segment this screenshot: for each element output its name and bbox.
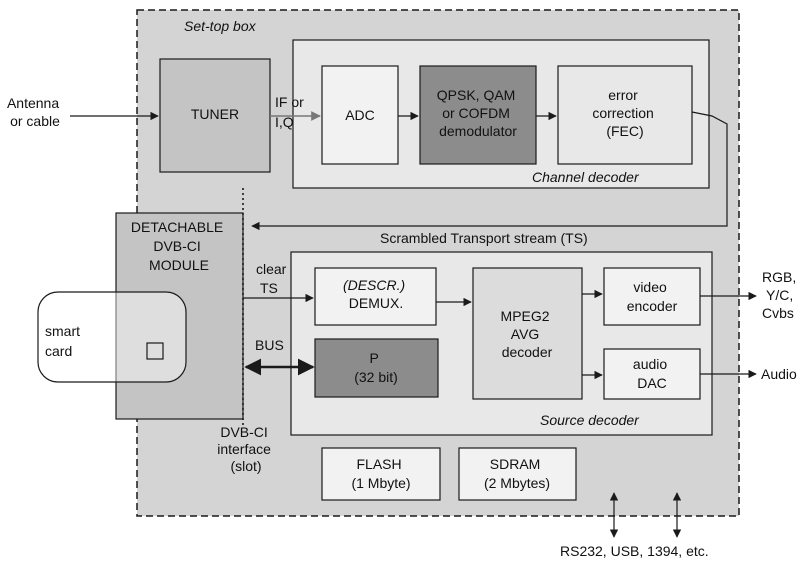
fec-line-1: error <box>608 87 638 103</box>
audio-dac-line-1: audio <box>633 356 667 372</box>
demodulator-line-3: demodulator <box>439 123 517 139</box>
fec-line-2: correction <box>592 105 653 121</box>
sdram-line-2: (2 Mbytes) <box>484 475 550 491</box>
transport-stream-label: Scrambled Transport stream (TS) <box>380 230 588 246</box>
video-output-line-2: Y/C, <box>766 287 793 303</box>
if-iq-label: IF or I,Q <box>275 94 308 130</box>
set-top-box-label: Set-top box <box>184 18 257 34</box>
cpu-line-2: (32 bit) <box>354 369 398 385</box>
smart-card-line-2: card <box>45 343 72 359</box>
ci-module-label: DETACHABLE DVB-CI MODULE <box>131 219 227 273</box>
ci-interface-line-3: (slot) <box>230 458 261 474</box>
video-encoder-line-1: video <box>633 279 667 295</box>
smart-card-label: smart card <box>45 323 84 359</box>
sdram-block <box>458 447 577 501</box>
audio-output-label: Audio <box>761 366 797 382</box>
cpu-block <box>314 338 439 398</box>
video-encoder-block <box>603 267 701 326</box>
demux-line-2: DEMUX. <box>349 295 403 311</box>
mpeg-decoder-line-1: MPEG2 <box>501 308 550 324</box>
smart-card-line-1: smart <box>45 323 80 339</box>
if-iq-line-1: IF or <box>275 94 304 110</box>
ci-interface-label: DVB-CI interface (slot) <box>217 424 275 474</box>
ports-label: RS232, USB, 1394, etc. <box>560 543 709 559</box>
sdram-line-1: SDRAM <box>490 456 541 472</box>
mpeg-decoder-block <box>472 267 583 400</box>
demodulator-line-1: QPSK, QAM <box>437 87 516 103</box>
sdram-label: SDRAM (2 Mbytes) <box>484 456 550 491</box>
antenna-line-2: or cable <box>10 113 60 129</box>
video-output-label: RGB, Y/C, Cvbs <box>762 269 800 321</box>
demux-line-1: (DESCR.) <box>343 277 405 293</box>
antenna-label: Antenna or cable <box>7 95 63 129</box>
mpeg-decoder-line-2: AVG <box>511 326 540 342</box>
ci-interface-line-2: interface <box>217 441 271 457</box>
ci-module-line-3: MODULE <box>149 257 209 273</box>
demodulator-block <box>419 65 537 165</box>
audio-dac-line-2: DAC <box>637 375 667 391</box>
clear-ts-line-2: TS <box>260 280 278 296</box>
video-output-line-1: RGB, <box>762 269 796 285</box>
demodulator-line-2: or COFDM <box>442 105 510 121</box>
fec-label: error correction (FEC) <box>592 87 657 139</box>
cpu-label: P (32 bit) <box>354 350 398 385</box>
ci-module-block <box>115 212 244 420</box>
flash-line-2: (1 Mbyte) <box>351 475 410 491</box>
ci-interface-line-1: DVB-CI <box>220 424 267 440</box>
fec-line-3: (FEC) <box>606 123 643 139</box>
video-encoder-line-2: encoder <box>627 298 678 314</box>
demodulator-label: QPSK, QAM or COFDM demodulator <box>437 87 519 139</box>
ci-module-line-2: DVB-CI <box>153 238 200 254</box>
demux-label: (DESCR.) DEMUX. <box>343 277 409 311</box>
audio-dac-label: audio DAC <box>633 356 671 391</box>
smart-card-chip <box>146 342 164 360</box>
cpu-line-1: P <box>370 350 379 366</box>
ci-module-line-1: DETACHABLE <box>131 219 223 235</box>
demux-block <box>314 267 437 326</box>
tuner-label: TUNER <box>191 106 239 122</box>
tuner-block <box>159 58 271 173</box>
source-decoder-label: Source decoder <box>540 412 640 428</box>
mpeg-decoder-label: MPEG2 AVG decoder <box>501 308 554 360</box>
mpeg-decoder-line-3: decoder <box>502 344 553 360</box>
adc-block <box>321 65 399 165</box>
flash-label: FLASH (1 Mbyte) <box>351 456 410 491</box>
antenna-line-1: Antenna <box>7 95 59 111</box>
clear-ts-line-1: clear <box>256 261 287 277</box>
clear-ts-label: clear TS <box>256 261 290 296</box>
bus-label: BUS <box>255 337 284 353</box>
fec-block <box>557 65 693 165</box>
flash-line-1: FLASH <box>356 456 401 472</box>
adc-label: ADC <box>345 107 375 123</box>
channel-decoder-label: Channel decoder <box>532 169 640 185</box>
video-output-line-3: Cvbs <box>762 305 794 321</box>
fec-output-line <box>251 111 728 231</box>
video-encoder-label: video encoder <box>627 279 678 314</box>
if-iq-line-2: I,Q <box>275 114 294 130</box>
flash-block <box>321 447 441 501</box>
